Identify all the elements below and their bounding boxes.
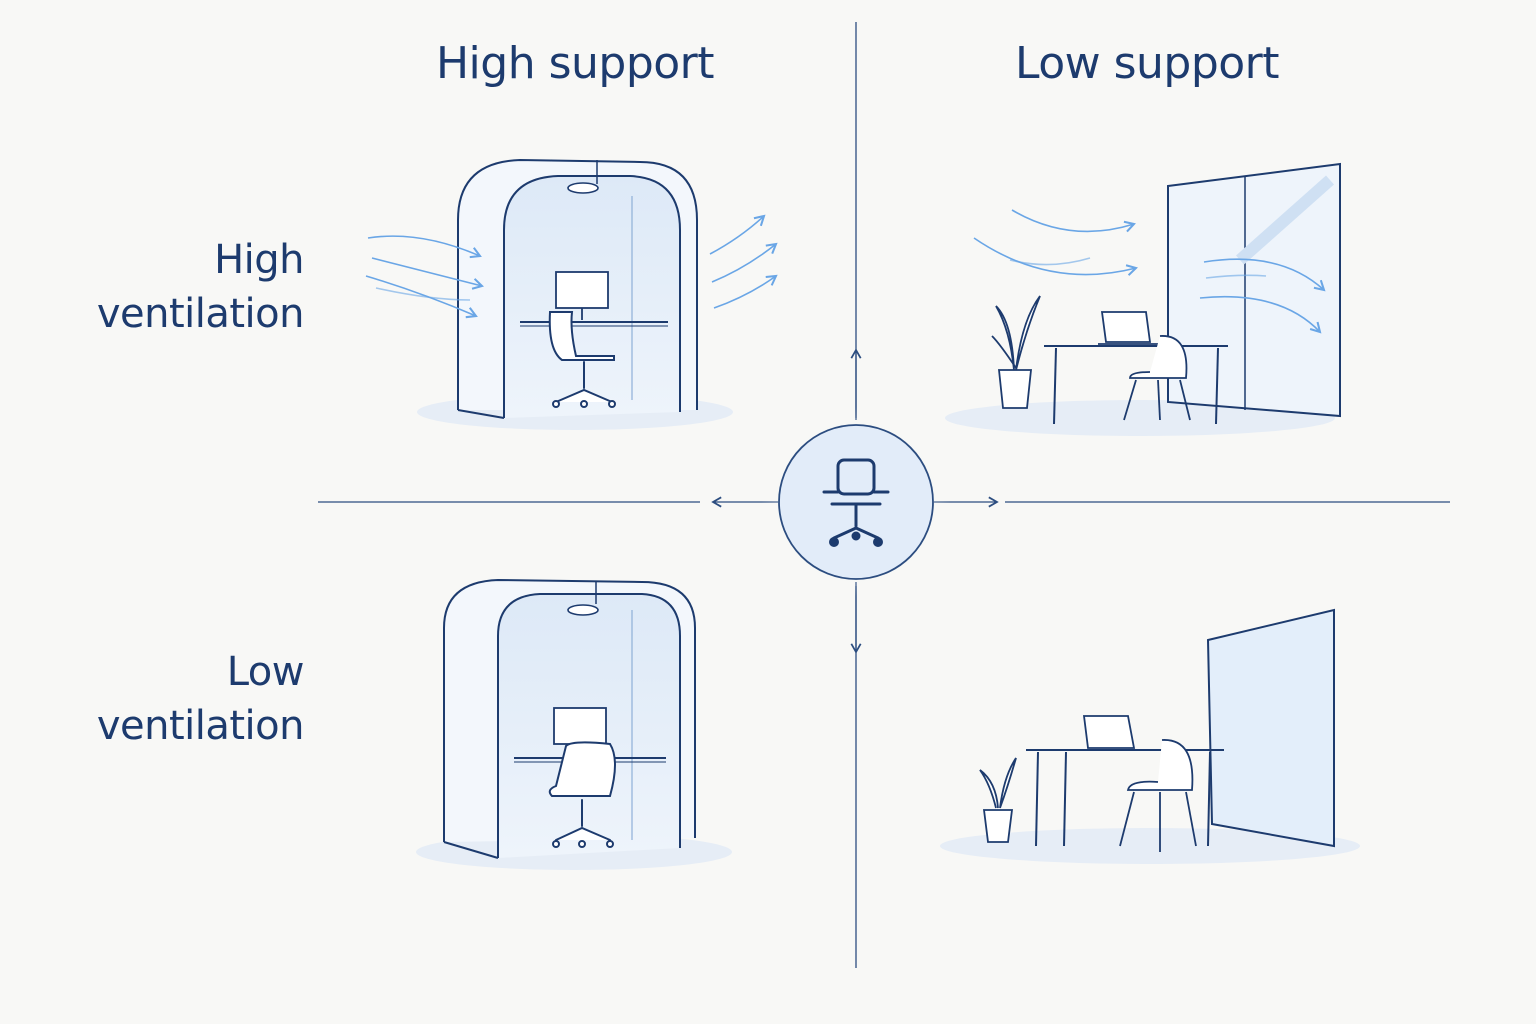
column-header-low-support: Low support [1014, 38, 1280, 89]
desk-icon [1044, 345, 1228, 425]
ceiling-light-icon [567, 160, 599, 194]
airflow-in-arrows [365, 235, 484, 319]
chair-icon [548, 741, 616, 848]
axis-lines [318, 22, 1450, 968]
center-hub [761, 407, 951, 597]
row-header-line-1: High [214, 237, 304, 283]
laptop-icon [1098, 311, 1160, 345]
row-header-high-ventilation: High ventilation [4, 233, 305, 341]
plant-icon [991, 295, 1041, 409]
scene-booth-high-ventilation [365, 158, 778, 430]
row-header-line-2: ventilation [96, 703, 305, 749]
chair-icon [548, 311, 616, 408]
office-chair-icon [822, 458, 890, 547]
chair-icon [1119, 739, 1197, 852]
scene-open-desk-high-ventilation [945, 162, 1341, 436]
scene-booth-low-ventilation [416, 578, 732, 870]
airflow-arrows [973, 209, 1326, 334]
plant-icon [979, 757, 1017, 843]
monitor-icon [553, 707, 607, 756]
row-header-line-2: ventilation [96, 291, 305, 337]
airflow-out-arrows [709, 214, 778, 309]
column-header-high-support: High support [435, 38, 715, 89]
scene-open-desk-low-ventilation [940, 608, 1360, 864]
row-header-line-1: Low [226, 649, 305, 695]
row-header-low-ventilation: Low ventilation [4, 645, 305, 753]
laptop-icon [1080, 715, 1150, 751]
ceiling-light-icon [567, 582, 599, 616]
chair-icon [1123, 335, 1191, 421]
monitor-icon [555, 271, 609, 320]
